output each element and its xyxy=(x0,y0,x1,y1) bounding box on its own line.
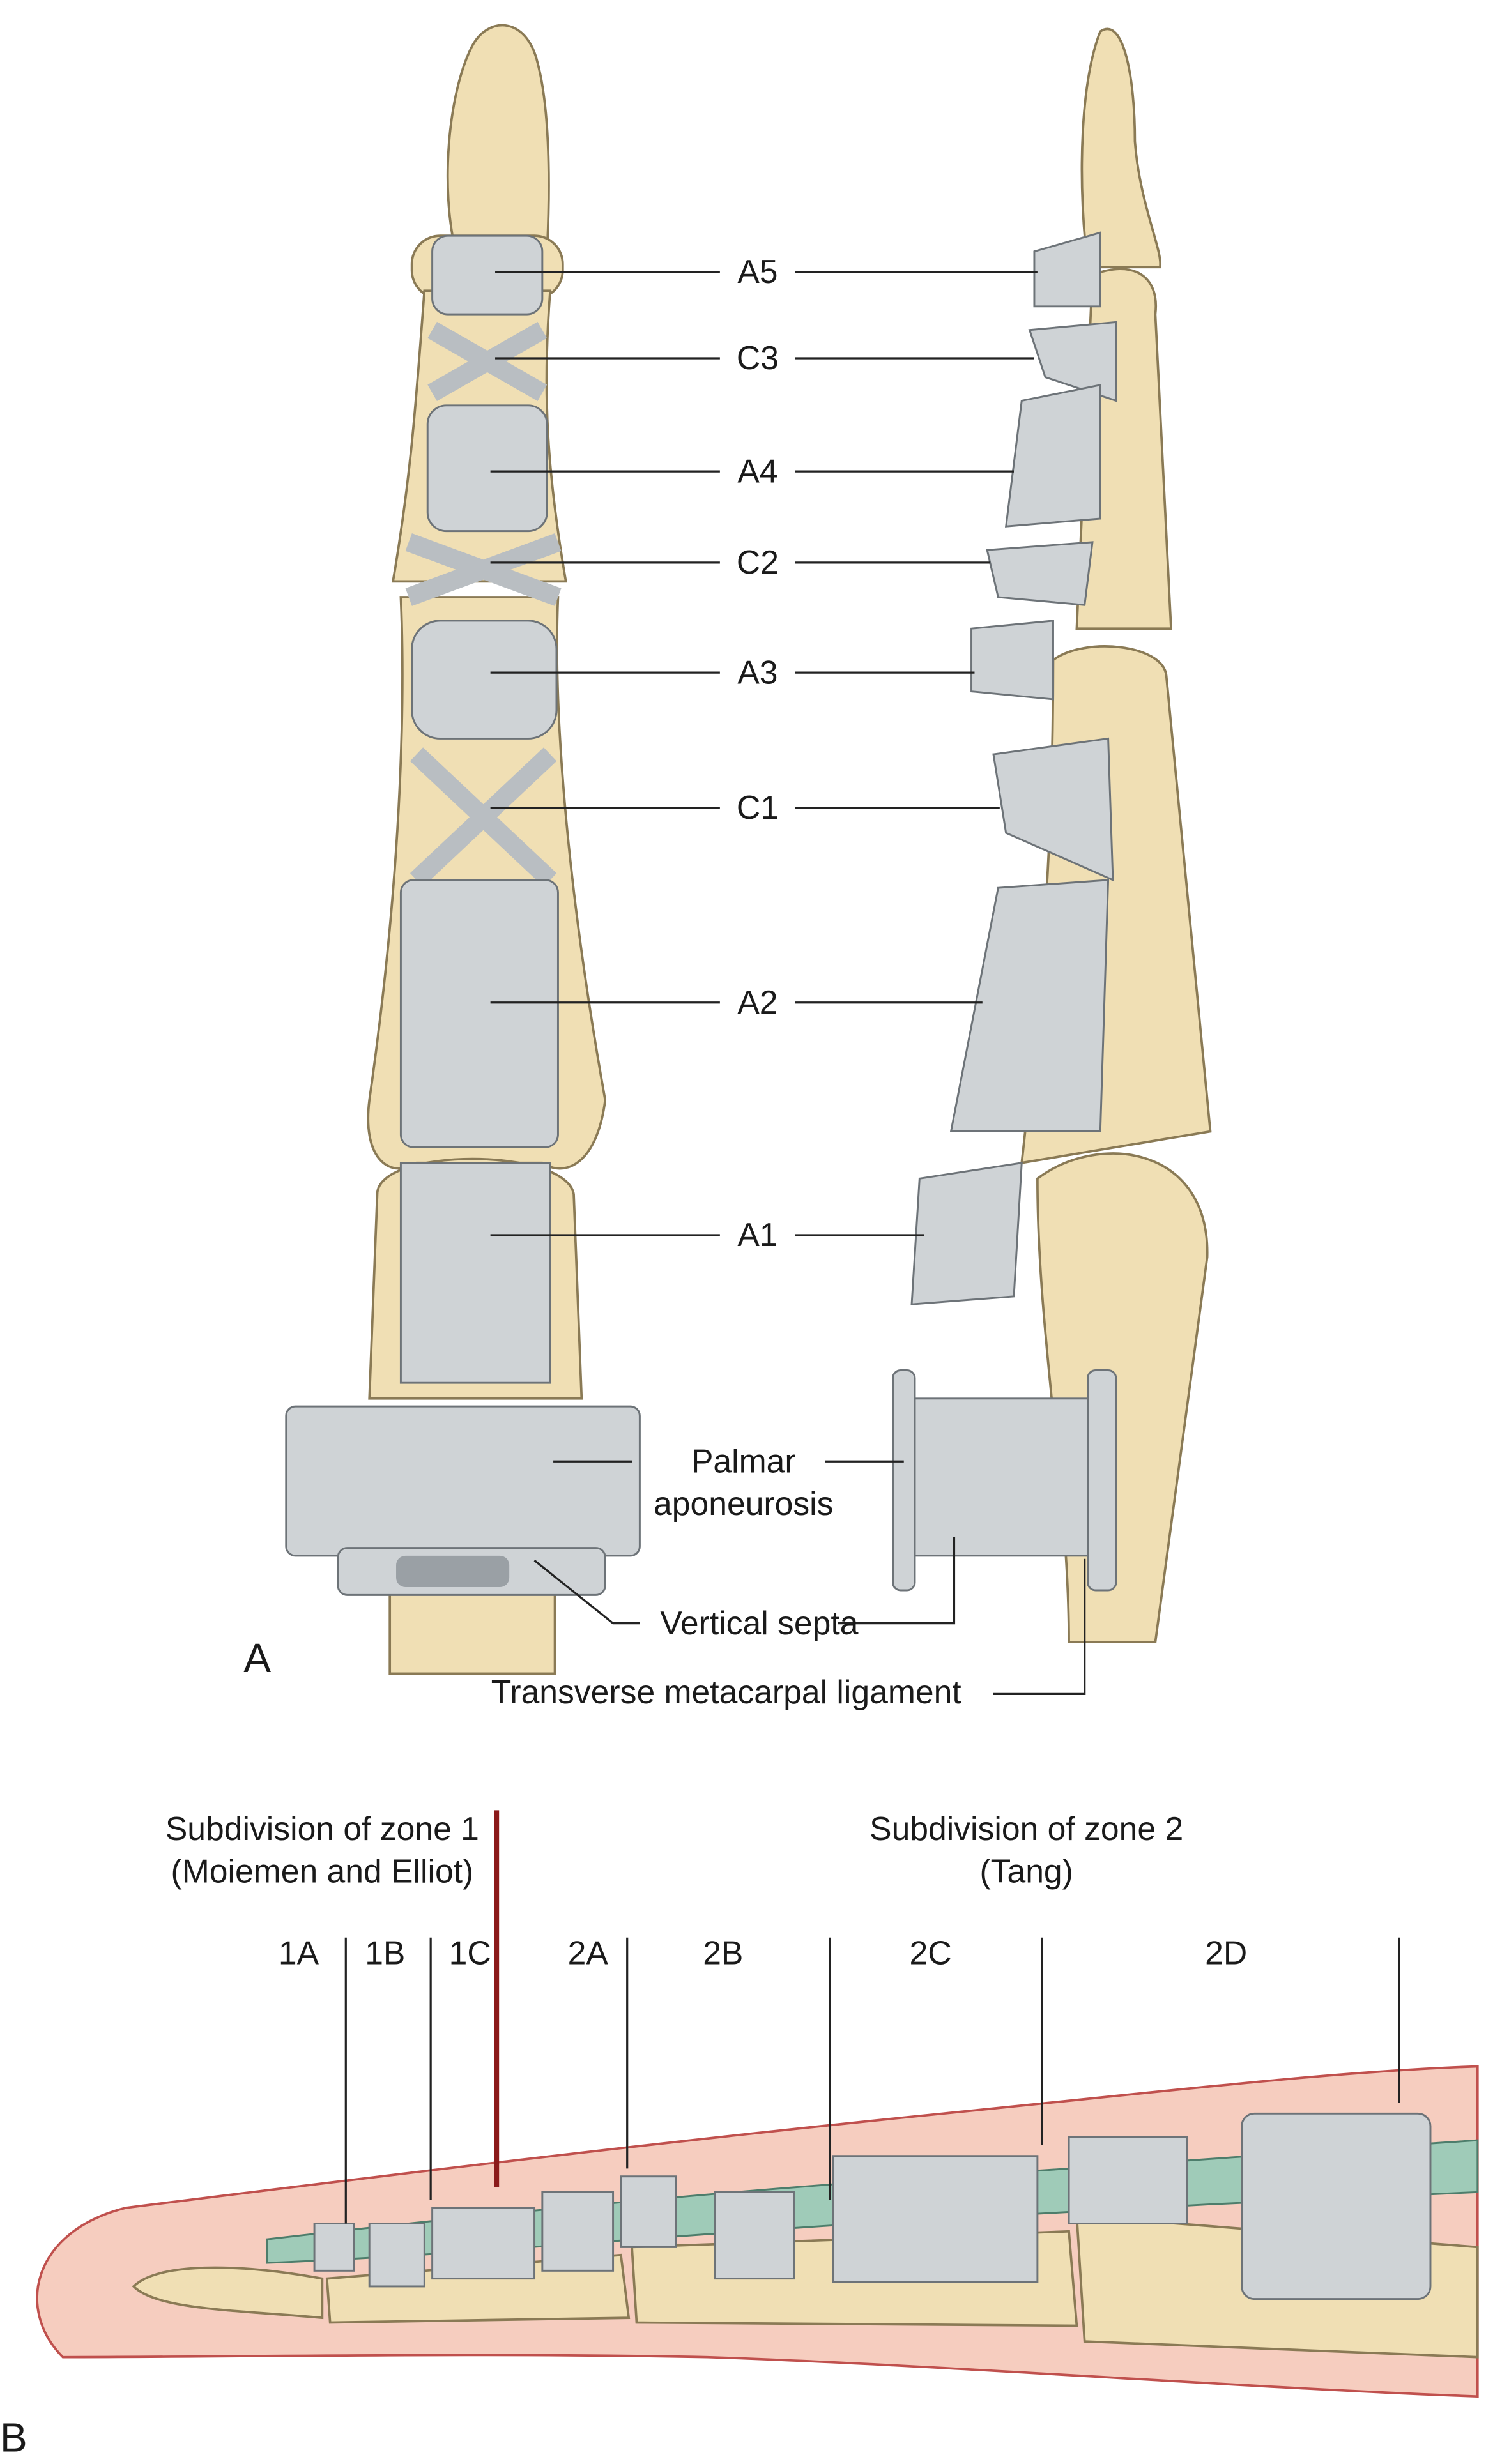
b-pulley-a4 xyxy=(431,2207,536,2280)
pulley-a3 xyxy=(411,620,558,740)
pulley-c1 xyxy=(410,747,557,887)
panel-a-label: A xyxy=(243,1635,271,1681)
label-vertical-septa: Vertical septa xyxy=(533,1537,956,1641)
pulley-a5 xyxy=(431,234,544,316)
lateral-pulley-c3 xyxy=(1028,321,1117,402)
b-pulley-a5 xyxy=(313,2223,355,2272)
zone-divider-lines xyxy=(344,1810,1400,2224)
zone2-title: Subdivision of zone 2 xyxy=(869,1810,1183,1847)
zone-1a: 1A xyxy=(279,1935,319,1972)
label-a3: A3 xyxy=(490,653,975,690)
svg-text:C1: C1 xyxy=(737,789,779,826)
zone1-subtitle: (Moiemen and Elliot) xyxy=(171,1853,474,1890)
b-distal-phalanx xyxy=(132,2266,324,2320)
b-pulley-a1 xyxy=(1068,2136,1188,2224)
lateral-septa-right xyxy=(1087,1369,1117,1592)
svg-text:A5: A5 xyxy=(737,253,777,290)
pulley-a1 xyxy=(399,1162,551,1384)
zone-1b: 1B xyxy=(365,1935,405,1972)
panel-b-zones: Subdivision of zone 1 (Moiemen and Ellio… xyxy=(165,1810,1247,1971)
zone2-subtitle: (Tang) xyxy=(979,1853,1073,1890)
lateral-pulley-a4 xyxy=(1004,384,1101,528)
finger-palmar-view xyxy=(285,24,641,1675)
lateral-distal-phalanx xyxy=(1080,27,1162,269)
label-a5: A5 xyxy=(495,253,1038,290)
label-palmar-aponeurosis: Palmar aponeurosis xyxy=(553,1442,904,1522)
septa-canal xyxy=(396,1555,510,1588)
zone-1c: 1C xyxy=(449,1935,491,1972)
b-pulley-a2 xyxy=(832,2155,1039,2283)
finger-lateral-view xyxy=(892,27,1212,1644)
zone-2c: 2C xyxy=(910,1935,952,1972)
label-a4: A4 xyxy=(490,452,1014,489)
label-c3: C3 xyxy=(495,339,1034,376)
svg-text:aponeurosis: aponeurosis xyxy=(654,1485,833,1522)
pulley-labels: A5 C3 A4 C2 A3 C1 A2 A1 Palmar aponeuros… xyxy=(243,253,1086,1710)
finger-lateral-zones xyxy=(36,2065,1479,2398)
b-pulley-a3 xyxy=(620,2175,677,2248)
b-transverse-ligament xyxy=(1241,2112,1432,2300)
zone-2d: 2D xyxy=(1205,1935,1247,1972)
svg-text:A2: A2 xyxy=(737,984,777,1021)
pulley-a4 xyxy=(426,404,548,533)
svg-text:Transverse metacarpal ligament: Transverse metacarpal ligament xyxy=(491,1673,961,1710)
svg-text:Palmar: Palmar xyxy=(691,1442,796,1479)
svg-text:A1: A1 xyxy=(737,1216,777,1253)
lateral-septa-left xyxy=(892,1369,916,1592)
panel-b-label: B xyxy=(0,2414,27,2460)
lateral-pulley-a3 xyxy=(970,620,1054,701)
zone1-title: Subdivision of zone 1 xyxy=(165,1810,479,1847)
distal-phalanx xyxy=(446,24,550,253)
pulley-a2 xyxy=(399,879,559,1148)
svg-text:C2: C2 xyxy=(737,544,779,581)
pulley-c3 xyxy=(427,321,548,401)
label-a1: A1 xyxy=(490,1216,924,1253)
lateral-pulley-a5 xyxy=(1033,231,1101,308)
label-a2: A2 xyxy=(490,984,983,1021)
svg-text:C3: C3 xyxy=(737,339,779,376)
label-c1: C1 xyxy=(490,789,1000,826)
lateral-pulley-c1 xyxy=(992,737,1114,882)
zone-2a: 2A xyxy=(568,1935,609,1972)
lateral-pulley-a2 xyxy=(949,879,1110,1133)
svg-text:Vertical septa: Vertical septa xyxy=(660,1604,858,1641)
metacarpal-shaft xyxy=(388,1586,556,1675)
svg-text:A4: A4 xyxy=(737,452,777,489)
b-pulley-c2 xyxy=(541,2191,615,2272)
svg-text:A3: A3 xyxy=(737,653,777,690)
zone-2b: 2B xyxy=(703,1935,743,1972)
lateral-pulley-a1 xyxy=(910,1162,1023,1305)
pulley-c2 xyxy=(405,533,562,606)
transverse-ligament-band xyxy=(914,1397,1097,1557)
label-transverse-ligament: Transverse metacarpal ligament xyxy=(491,1558,1086,1710)
lateral-pulley-c2 xyxy=(986,541,1094,606)
label-c2: C2 xyxy=(490,544,991,581)
b-pulley-c1 xyxy=(714,2191,795,2280)
palmar-aponeurosis-band xyxy=(285,1405,641,1557)
b-pulley-c3 xyxy=(368,2223,425,2288)
